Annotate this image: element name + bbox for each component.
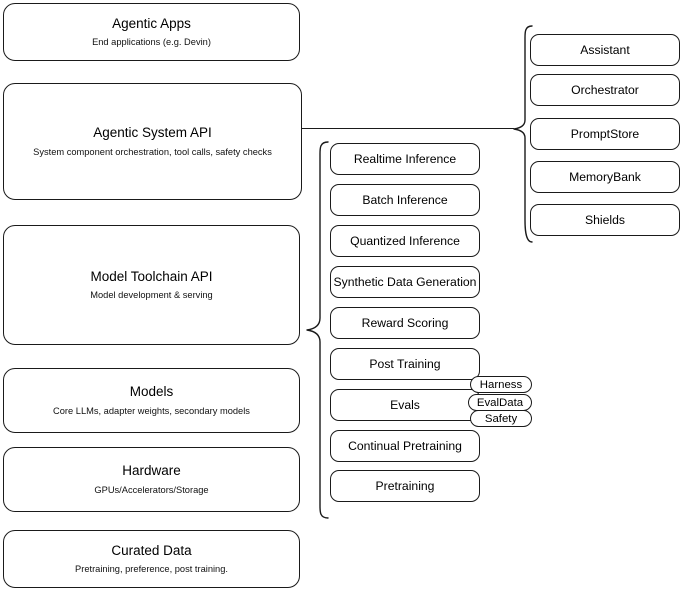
toolchain-item-post-training[interactable]: Post Training (330, 348, 480, 380)
layer-title: Models (129, 384, 174, 400)
agentic-component-assistant[interactable]: Assistant (530, 34, 680, 66)
layer-box-models[interactable]: Models Core LLMs, adapter weights, secon… (3, 368, 300, 433)
toolchain-item-evals[interactable]: Evals (330, 389, 480, 421)
tag-label: EvalData (476, 396, 524, 409)
evals-tag-safety[interactable]: Safety (470, 410, 532, 427)
toolchain-item-pretraining[interactable]: Pretraining (330, 470, 480, 502)
evals-tag-evaldata[interactable]: EvalData (468, 394, 532, 411)
pill-label: Quantized Inference (350, 234, 460, 248)
layer-title: Hardware (122, 463, 181, 479)
layer-subtitle: GPUs/Accelerators/Storage (94, 484, 209, 495)
pill-label: Shields (585, 213, 625, 227)
pill-label: Realtime Inference (353, 152, 457, 166)
layer-subtitle: System component orchestration, tool cal… (33, 146, 272, 157)
toolchain-item-continual-pretraining[interactable]: Continual Pretraining (330, 430, 480, 462)
layer-subtitle: End applications (e.g. Devin) (92, 37, 211, 48)
pill-label: Continual Pretraining (348, 439, 462, 453)
layer-subtitle: Pretraining, preference, post training. (75, 564, 228, 575)
layer-box-hardware[interactable]: Hardware GPUs/Accelerators/Storage (3, 447, 300, 512)
layer-subtitle: Model development & serving (90, 290, 213, 301)
tag-label: Safety (484, 412, 518, 425)
toolchain-item-reward-scoring[interactable]: Reward Scoring (330, 307, 480, 339)
pill-label: Orchestrator (571, 83, 639, 97)
tag-label: Harness (479, 378, 523, 391)
layer-subtitle: Core LLMs, adapter weights, secondary mo… (53, 405, 250, 416)
layer-title: Agentic System API (93, 125, 212, 141)
agentic-component-orchestrator[interactable]: Orchestrator (530, 74, 680, 106)
toolchain-item-synthetic-data-generation[interactable]: Synthetic Data Generation (330, 266, 480, 298)
brace-model-toolchain (300, 140, 330, 520)
agentic-component-promptstore[interactable]: PromptStore (530, 118, 680, 150)
pill-label: Pretraining (375, 479, 435, 493)
pill-label: Evals (390, 398, 420, 412)
layer-box-curated-data[interactable]: Curated Data Pretraining, preference, po… (3, 530, 300, 588)
connector-line-agentic-system-api (302, 128, 514, 130)
evals-tag-harness[interactable]: Harness (470, 376, 532, 393)
pill-label: PromptStore (570, 127, 640, 141)
layer-title: Agentic Apps (112, 15, 191, 31)
layer-title: Curated Data (111, 542, 192, 558)
agentic-component-memorybank[interactable]: MemoryBank (530, 161, 680, 193)
layer-box-agentic-apps[interactable]: Agentic Apps End applications (e.g. Devi… (3, 3, 300, 61)
pill-label: Reward Scoring (361, 316, 449, 330)
agentic-component-shields[interactable]: Shields (530, 204, 680, 236)
pill-label: Batch Inference (362, 193, 448, 207)
layer-box-model-toolchain-api[interactable]: Model Toolchain API Model development & … (3, 225, 300, 345)
pill-label: Assistant (580, 43, 630, 57)
layer-box-agentic-system-api[interactable]: Agentic System API System component orch… (3, 83, 302, 200)
pill-label: Post Training (369, 357, 441, 371)
pill-label: Synthetic Data Generation (333, 275, 477, 289)
brace-agentic-components (508, 24, 534, 244)
toolchain-item-quantized-inference[interactable]: Quantized Inference (330, 225, 480, 257)
toolchain-item-realtime-inference[interactable]: Realtime Inference (330, 143, 480, 175)
pill-label: MemoryBank (569, 170, 641, 184)
toolchain-item-batch-inference[interactable]: Batch Inference (330, 184, 480, 216)
layer-title: Model Toolchain API (90, 268, 213, 284)
